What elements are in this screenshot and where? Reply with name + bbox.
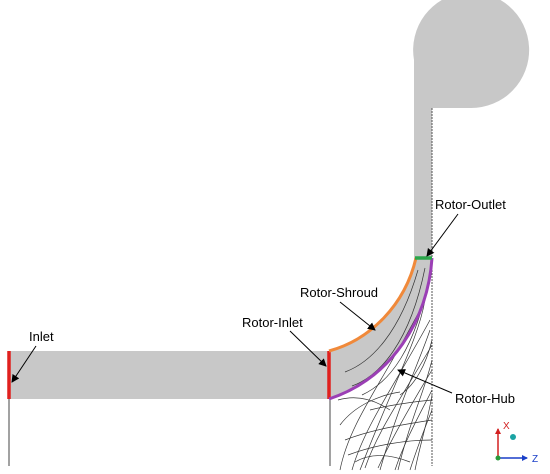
blade-curve — [379, 329, 431, 471]
blade-curve — [364, 344, 433, 469]
blade-curve — [339, 299, 426, 471]
boundary-surfaces — [7, 256, 434, 401]
blade-curve — [354, 455, 411, 463]
rotor-shroud-label: Rotor-Shroud — [300, 285, 378, 300]
rotor-hub-boundary — [328, 257, 434, 401]
blade-curve — [351, 319, 431, 471]
rotor-shroud-boundary — [328, 257, 418, 353]
coordinate-triad: X Z — [495, 421, 538, 465]
blade-curve — [337, 397, 391, 411]
rotor-hub-label: Rotor-Hub — [455, 391, 515, 406]
rotor-outlet-label: Rotor-Outlet — [435, 197, 506, 212]
blade-curve — [414, 394, 433, 471]
inlet-duct — [9, 351, 330, 399]
inlet-arrow — [11, 345, 37, 383]
blade-curve — [399, 339, 433, 396]
blade-curve — [377, 369, 433, 469]
origin-dot — [495, 455, 501, 461]
outlet-duct — [414, 108, 432, 260]
rotor-shroud-arrow — [339, 301, 376, 331]
blade-curve — [409, 409, 433, 471]
blade-curve — [347, 439, 433, 456]
rotor-inlet-arrow — [289, 330, 327, 367]
rotor-blades-wireframe — [337, 267, 433, 471]
z-axis-label: Z — [532, 454, 538, 465]
inlet-label: Inlet — [29, 329, 54, 344]
blade-curve — [344, 419, 433, 441]
rotor-outlet-arrow — [426, 213, 459, 257]
rotor-inlet-label: Rotor-Inlet — [242, 315, 303, 330]
volute — [413, 0, 530, 110]
fluid-domain — [9, 0, 530, 399]
rotor-hub-arrow — [397, 369, 453, 394]
leader-arrows — [11, 213, 459, 394]
blade-curve — [397, 359, 433, 471]
blade-curve — [344, 269, 419, 373]
x-axis-label: X — [503, 421, 510, 432]
blade-curve — [339, 391, 401, 426]
y-axis-dot — [510, 434, 516, 440]
blade-curve — [351, 267, 426, 387]
blade-curve — [369, 399, 433, 411]
blade-curve — [359, 299, 426, 471]
boundary-labels: Inlet Rotor-Inlet Rotor-Shroud Rotor-Out… — [29, 197, 515, 406]
blade-curve — [394, 389, 433, 471]
rotor-passage — [329, 258, 432, 399]
